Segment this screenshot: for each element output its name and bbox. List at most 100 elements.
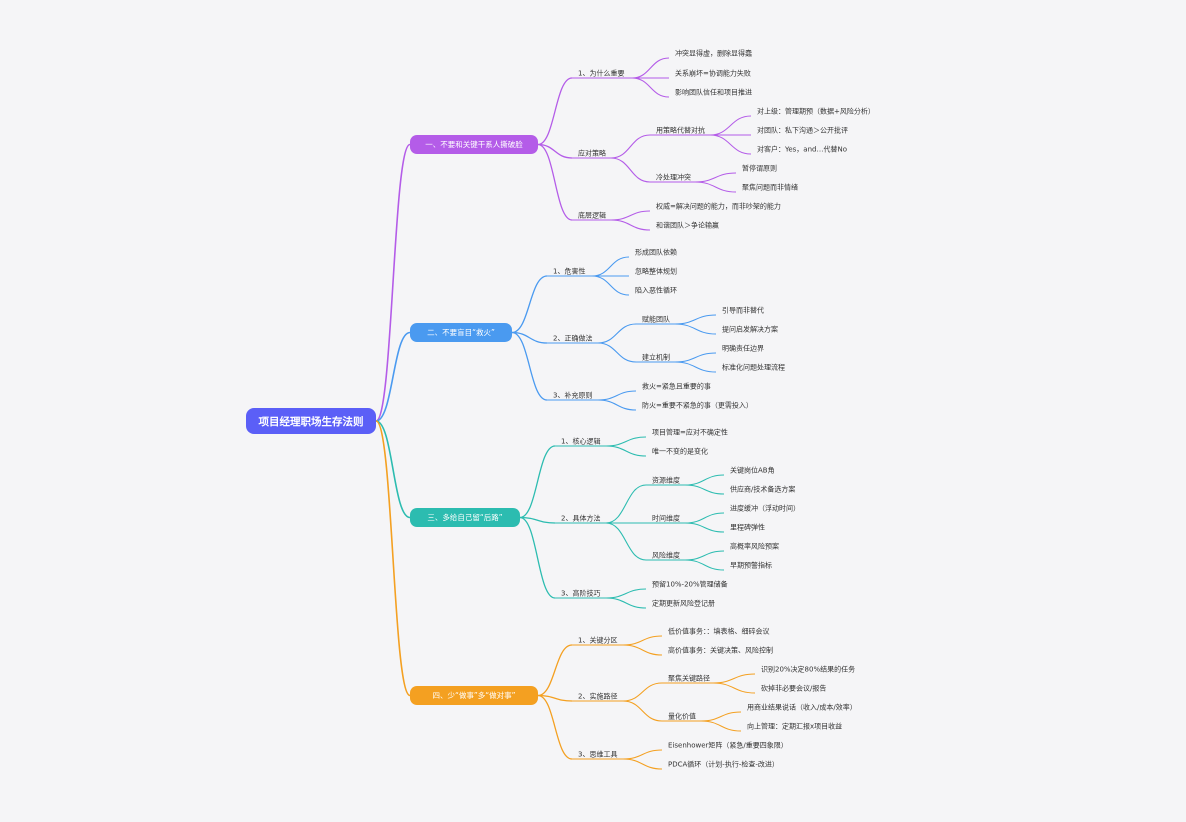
leaf-node: 聚焦问题而非情绪: [742, 183, 798, 192]
leaf-node: 进度缓冲（浮动时间）: [730, 504, 800, 513]
connector-level3: [674, 323, 717, 335]
branch-label: 四、少“做事”多“做对事”: [432, 690, 515, 700]
connector-level3: [684, 474, 725, 486]
connector-root-branch-1: [375, 143, 411, 422]
leaf-node: 提问启发解决方案: [722, 325, 778, 334]
connector-branch-2-sub-2: [511, 331, 548, 344]
level2-node: 低价值事务：：填表格、细碎会议: [668, 627, 770, 636]
leaf-node: 暂停谓原则: [742, 164, 777, 173]
level1-node: 3、补充原则: [553, 391, 592, 400]
connector-level3: [684, 559, 725, 571]
branch-node-3[interactable]: 三、多给自己留“后路”: [410, 508, 520, 527]
level2-node: 高价值事务：关键决策、风险控制: [668, 646, 773, 655]
connector-branch-1-sub-2: [537, 143, 573, 159]
connector-branch-3-sub-1: [519, 445, 556, 519]
level2-node: 救火=紧急且重要的事: [642, 382, 711, 391]
connector-level2: [622, 635, 663, 646]
connector-level2: [610, 157, 651, 183]
level2-node: 赋能团队: [642, 315, 670, 324]
level2-node: 关系崩坏=协调能力失败: [675, 69, 751, 78]
level1-node: 2、正确做法: [553, 334, 592, 343]
branch-node-4[interactable]: 四、少“做事”多“做对事”: [410, 686, 538, 705]
level2-node: 项目管理=应对不确定性: [652, 428, 728, 437]
connector-level2: [610, 219, 651, 231]
connector-level3: [694, 181, 737, 193]
level1-node: 3、高阶技巧: [561, 589, 600, 598]
branch-node-1[interactable]: 一、不要和关键干系人撕破脸: [410, 135, 538, 154]
leaf-node: 用商业结果说话（收入/成本/效率）: [747, 703, 857, 712]
connector-level3: [700, 711, 742, 722]
level2-node: 聚焦关键路径: [668, 674, 710, 683]
leaf-node: 识别20%决定80%结果的任务: [761, 665, 855, 674]
level1-node: 应对策略: [578, 149, 606, 158]
connector-level3: [709, 134, 752, 155]
leaf-node: 对团队：私下沟通＞公开批评: [757, 126, 848, 135]
connector-branch-3-sub-2: [519, 516, 556, 524]
root-label: 项目经理职场生存法则: [259, 415, 364, 428]
connector-level3: [684, 550, 725, 561]
leaf-node: 里程碑弹性: [730, 523, 765, 532]
level2-node: 形成团队依赖: [635, 248, 677, 257]
level1-node: 2、具体方法: [561, 514, 600, 523]
level1-node: 1、核心逻辑: [561, 437, 600, 446]
connector-branch-3-sub-3: [519, 516, 556, 599]
connector-level2: [605, 588, 647, 599]
connector-level2: [597, 342, 637, 363]
leaf-node: 对上级：管理期预（数据+风险分析）: [757, 107, 875, 116]
connector-level3: [700, 720, 742, 732]
connector-level3: [674, 314, 717, 325]
connector-level3: [684, 512, 725, 524]
connector-level2: [605, 445, 647, 457]
mind-map-nodes: 项目经理职场生存法则 一、不要和关键干系人撕破脸 1、为什么重要 冲突显得虚，删除显…: [246, 49, 875, 769]
connector-branch-1-sub-1: [537, 77, 573, 146]
connector-level3: [674, 352, 717, 363]
level2-node: 风险维度: [652, 551, 680, 560]
connector-branch-4-sub-2: [537, 694, 573, 702]
leaf-node: 早期预警指标: [730, 561, 772, 570]
connector-level3: [684, 484, 725, 495]
level2-node: 时间维度: [652, 514, 680, 523]
level2-node: 预留10%-20%管理储备: [652, 580, 728, 589]
level2-node: PDCA循环（计划-执行-检查-改进）: [668, 760, 779, 769]
connector-level2: [597, 390, 637, 401]
connector-level2: [605, 522, 647, 561]
level1-node: 底层逻辑: [578, 211, 606, 220]
leaf-node: 向上管理：定期汇报x项目收益: [747, 722, 842, 731]
connector-level2: [622, 682, 663, 702]
connector-level2: [622, 758, 663, 770]
connector-branch-2-sub-3: [511, 331, 548, 401]
connector-level2: [597, 399, 637, 411]
connector-level2: [622, 700, 663, 722]
connector-level3: [709, 115, 752, 136]
connector-level2: [605, 436, 647, 447]
level1-node: 1、为什么重要: [578, 69, 624, 78]
level2-node: 冲突显得虚，删除显得蠢: [675, 49, 752, 58]
branch-pill: [410, 323, 512, 342]
level2-node: 量化价值: [668, 712, 696, 721]
connector-level2: [591, 256, 630, 277]
level2-node: 防火=重要不紧急的事（更需投入）: [642, 401, 753, 410]
connector-level2: [605, 597, 647, 609]
leaf-node: 供应商/技术备选方案: [730, 485, 795, 494]
connector-level3: [684, 522, 725, 533]
leaf-node: 对客户：Yes，and…代替No: [757, 145, 847, 154]
connector-root-branch-4: [375, 420, 411, 697]
connector-level2: [605, 484, 647, 524]
branch-pill: [410, 508, 520, 527]
level1-node: 1、危害性: [553, 267, 585, 276]
connector-level2: [610, 134, 651, 159]
level2-node: 冷处理冲突: [656, 173, 691, 182]
connector-branch-4-sub-1: [537, 644, 573, 697]
connector-level2: [631, 57, 670, 79]
level2-node: 定期更新风险登记册: [652, 599, 715, 608]
connector-level3: [712, 682, 756, 694]
level2-node: 资源维度: [652, 476, 680, 485]
level2-node: Eisenhower矩阵（紧急/重要四象限）: [668, 741, 788, 750]
level1-node: 2、实施路径: [578, 692, 617, 701]
branch-node-2[interactable]: 二、不要盲目“救火”: [410, 323, 512, 342]
root-node[interactable]: 项目经理职场生存法则: [246, 408, 376, 434]
connector-level2: [610, 210, 651, 221]
level2-node: 建立机制: [642, 353, 670, 362]
connector-branch-1-sub-3: [537, 143, 573, 221]
